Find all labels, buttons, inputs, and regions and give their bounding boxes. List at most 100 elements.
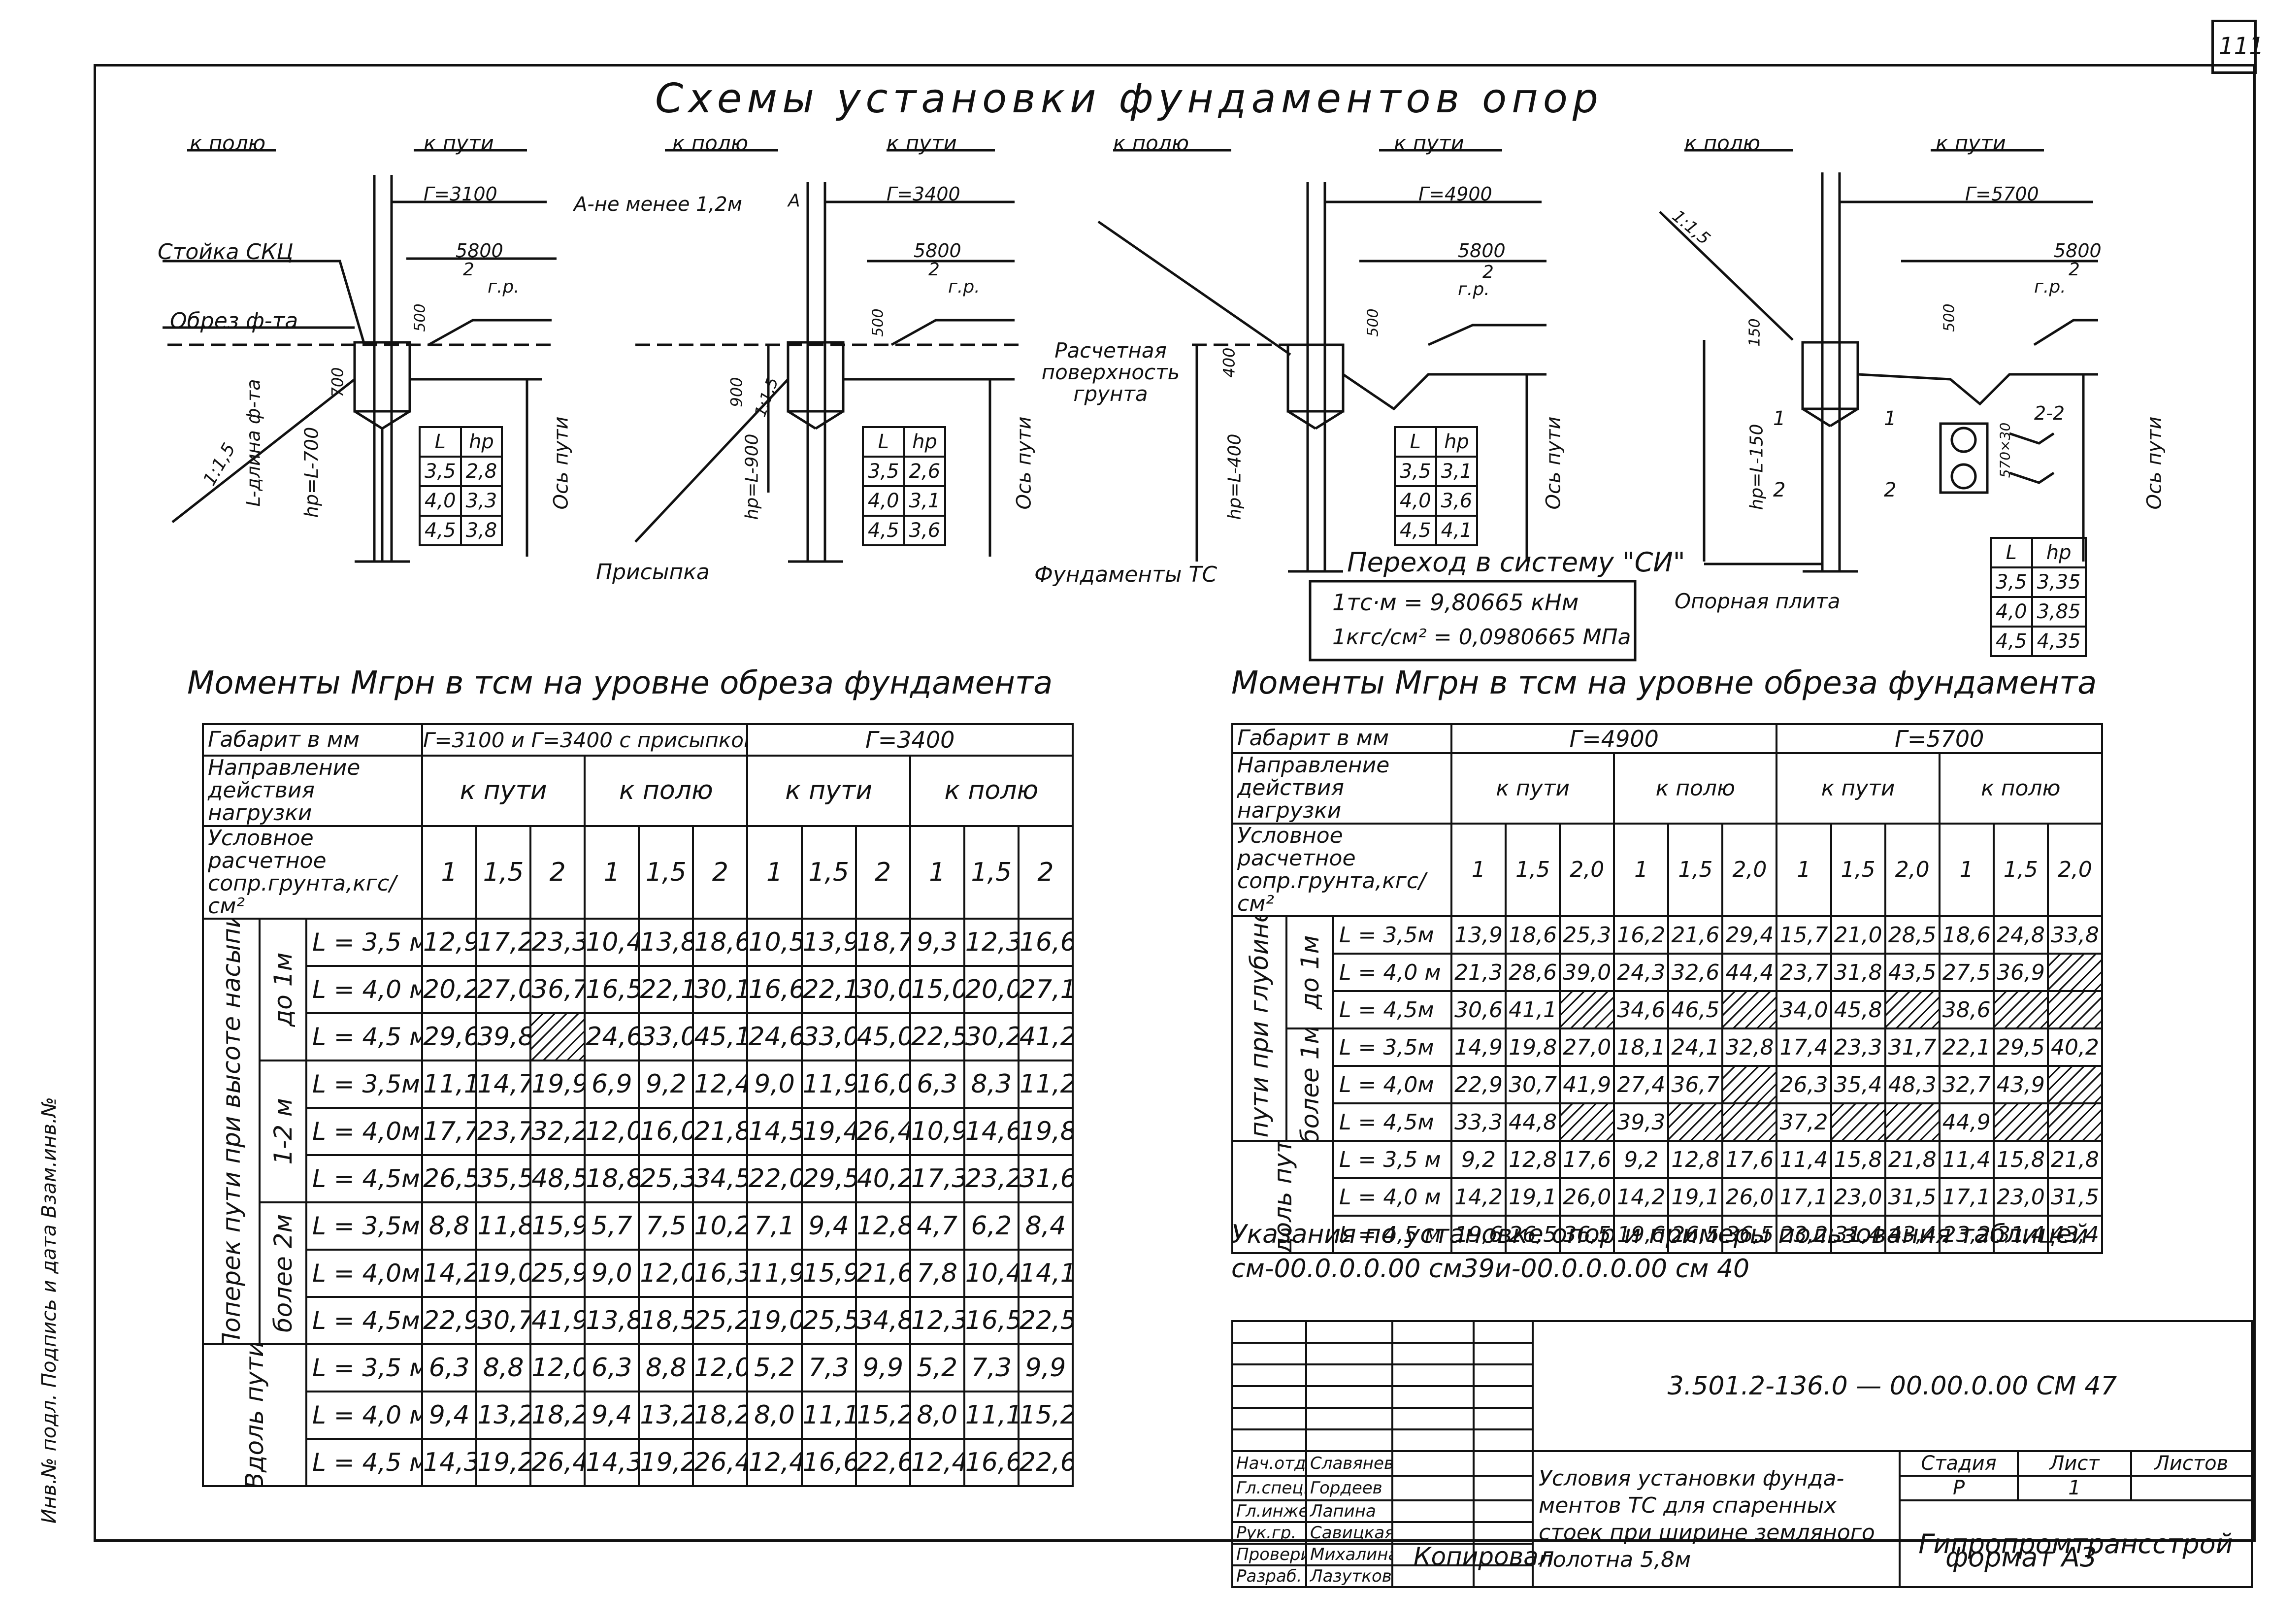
copied-label: Копировал (1414, 1542, 1554, 1571)
table2-cell: 21,3 (1450, 953, 1507, 993)
table2-cell (1830, 1102, 1886, 1142)
table1-cell: 34,8 (855, 1296, 911, 1346)
table1-cell: 21,8 (692, 1107, 749, 1157)
table2-cell: 38,6 (1938, 990, 1995, 1030)
table2-cell: 22,9 (1450, 1065, 1507, 1105)
table1-cell: 17,7 (421, 1107, 478, 1157)
table2-length-label: L = 3,5 м (1332, 1140, 1453, 1180)
table2-cell: 36,7 (1667, 1065, 1724, 1105)
table1-cell: 22,0 (746, 1154, 803, 1204)
table1-cell: 22,1 (638, 965, 694, 1015)
table1-soil-value: 1,5 (800, 825, 857, 920)
table1-length-label: L = 3,5 м (305, 1343, 424, 1393)
table1-cell: 15,9 (800, 1249, 857, 1298)
table2-length-label: L = 4,5м (1332, 990, 1453, 1030)
table1-cell: 39,8 (475, 1012, 532, 1062)
table2-cell: 39,0 (1559, 953, 1615, 993)
scheme2-width: 5800 (914, 240, 961, 262)
table1-cell: 22,5 (1017, 1296, 1074, 1346)
table1-cell: 30,2 (963, 1012, 1020, 1062)
table1-cell: 20,2 (421, 965, 478, 1015)
table2-cell: 26,5 (1667, 1215, 1724, 1255)
table1-length-label: L = 4,0м (305, 1107, 424, 1157)
si-line1: 1тс·м = 9,80665 кНм (1332, 589, 1579, 616)
table1-cell: 14,3 (421, 1438, 478, 1488)
tb-name: Лазуткова (1305, 1564, 1393, 1588)
table2-cell: 23,7 (1776, 953, 1832, 993)
scheme4-section: 2-2 (2034, 402, 2065, 424)
table2-h-gabarit: Габарит в мм (1231, 723, 1453, 754)
table2-cell: 17,1 (1938, 1177, 1995, 1217)
table2-cell: 32,7 (1938, 1065, 1995, 1105)
table1-cell: 11,2 (1017, 1060, 1074, 1109)
table1-length-label: L = 4,0 м (305, 1391, 424, 1440)
scheme1-width: 5800 (456, 240, 503, 262)
table2-caption: Моменты Мгрн в тсм на уровне обреза фунд… (1231, 665, 2097, 701)
table1-h-gabarit: Габарит в мм (201, 723, 424, 757)
table1-soil-value: 2 (855, 825, 911, 920)
table1-cell: 13,8 (638, 918, 694, 967)
scheme4-sec2a: 2 (1773, 479, 1786, 501)
doc-code: 3.501.2-136.0 — 00.00.0.00 СМ 47 (1532, 1320, 2253, 1452)
table1-cell: 16,6 (800, 1438, 857, 1488)
scheme2-prisypka: Присыпка (596, 560, 710, 585)
table1-cell: 16,3 (692, 1249, 749, 1298)
table2-cell: 11,4 (1776, 1140, 1832, 1180)
scheme4-d570: 570×30 (1997, 422, 2013, 478)
table2-soil-value: 1 (1613, 822, 1670, 918)
table2-cell: 33,8 (2046, 915, 2104, 955)
tb-name: Михалина (1305, 1543, 1393, 1566)
table2-cell: 36,5 (1721, 1215, 1778, 1255)
table2-cell: 13,9 (1450, 915, 1507, 955)
table2-cell: 48,3 (1884, 1065, 1941, 1105)
table1-caption: Моменты Мгрн в тсм на уровне обреза фунд… (187, 665, 1053, 701)
scheme4-sec1b: 1 (1884, 407, 1897, 430)
table1-subgroup-label: более 2м (259, 1201, 307, 1346)
table2-group-label: Поперек пути при глубине выемки (1231, 915, 1287, 1142)
table1-cell: 33,0 (800, 1012, 857, 1062)
table1-soil-value: 1 (584, 825, 640, 920)
table2-cell: 23,3 (1830, 1027, 1886, 1067)
table1-cell: 12,3 (963, 918, 1020, 967)
table1-soil-value: 1 (909, 825, 965, 920)
table1-cell: 5,7 (584, 1201, 640, 1251)
table2-cell: 14,9 (1450, 1027, 1507, 1067)
table1-cell: 8,0 (746, 1391, 803, 1440)
table1-length-label: L = 4,5м (305, 1296, 424, 1346)
table1-cell: 14,7 (475, 1060, 532, 1109)
table1-cell: 23,3 (529, 918, 586, 967)
table1-cell: 6,3 (909, 1060, 965, 1109)
table1-cell: 22,6 (855, 1438, 911, 1488)
table1-cell: 27,0 (475, 965, 532, 1015)
table2-cell: 43,4 (2046, 1215, 2104, 1255)
scheme3-raschet: Расчетная поверхность грунта (1041, 338, 1180, 406)
table2-cell (1884, 1102, 1941, 1142)
table2-g2: Г=5700 (1776, 723, 2103, 754)
table1-cell: 16,6 (1017, 918, 1074, 967)
table1-cell: 11,1 (800, 1391, 857, 1440)
scheme4-sec1a: 1 (1773, 407, 1786, 430)
table2-cell: 31,4 (1992, 1215, 2049, 1255)
table1-cell: 26,4 (692, 1438, 749, 1488)
scheme3-axis: Ось пути (1542, 416, 1565, 510)
table1-cell: 12,0 (638, 1249, 694, 1298)
table1-length-label: L = 4,0 м (305, 965, 424, 1015)
scheme3-gr: г.р. (1458, 279, 1490, 299)
table1-cell: 41,2 (1017, 1012, 1074, 1062)
table2-length-label: L = 4,0м (1332, 1065, 1453, 1105)
table2-length-label: L = 4,0 м (1332, 953, 1453, 993)
table1-cell: 7,1 (746, 1201, 803, 1251)
table2-cell: 26,3 (1776, 1065, 1832, 1105)
table2-cell: 34,6 (1613, 990, 1670, 1030)
scheme2-a: A (788, 191, 800, 211)
table1-cell: 10,4 (584, 918, 640, 967)
sheet-frame (94, 64, 2256, 1542)
table1-g1: Г=3100 и Г=3400 с присыпкой (421, 723, 749, 757)
table1-cell: 11,9 (800, 1060, 857, 1109)
table2-cell: 11,4 (1938, 1140, 1995, 1180)
table2-cell (1721, 990, 1778, 1030)
table1-cell: 33,0 (638, 1012, 694, 1062)
tb-name: Лапина (1305, 1499, 1393, 1523)
table2-cell: 43,5 (1884, 953, 1941, 993)
scheme2-left-dir: к полю (672, 131, 749, 155)
